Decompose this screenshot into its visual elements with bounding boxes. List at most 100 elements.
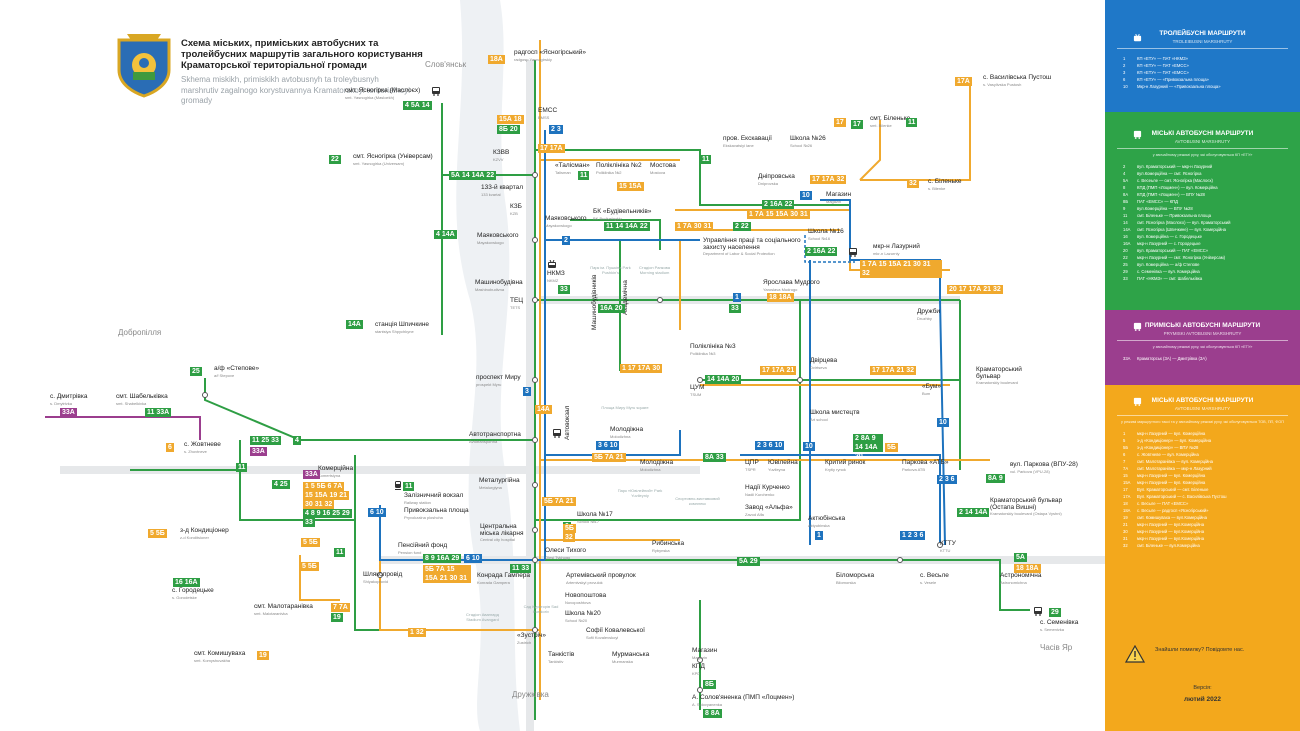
route-badge[interactable]: 5Б: [885, 443, 898, 452]
route-badge[interactable]: 17 17А 32: [810, 175, 847, 184]
route-badge[interactable]: 18 18А: [767, 293, 794, 302]
route-badge[interactable]: 2 16А 22: [805, 247, 838, 256]
route-badge[interactable]: 1 2 3 6: [900, 531, 926, 540]
route-badge[interactable]: 11: [334, 548, 346, 557]
route-badge[interactable]: 4 14А: [434, 230, 457, 239]
route-badge[interactable]: 11: [236, 463, 248, 472]
route-badge[interactable]: 1: [733, 293, 741, 302]
route-badge[interactable]: 32: [563, 533, 575, 542]
route-badge[interactable]: 18 18А: [1014, 564, 1041, 573]
route-badge[interactable]: 19: [257, 651, 269, 660]
route-badge[interactable]: 17 17А 21 32: [870, 366, 917, 375]
route-badge[interactable]: 1 5 5Б 6 7А: [303, 482, 345, 491]
route-badge[interactable]: 1 32: [408, 628, 426, 637]
route-badge[interactable]: 5Б 7А 21: [542, 497, 576, 506]
route-badge[interactable]: 33: [729, 304, 741, 313]
route-badge[interactable]: 11: [578, 171, 590, 180]
route-badge[interactable]: 8Б: [703, 680, 716, 689]
route-badge[interactable]: 2: [562, 236, 570, 245]
route-badge[interactable]: 14А: [535, 405, 552, 414]
route-badge[interactable]: 17 17А: [538, 144, 565, 153]
route-badge[interactable]: 11 25 33: [250, 436, 281, 445]
route-badge[interactable]: 10: [800, 191, 812, 200]
route-badge[interactable]: 2 3: [549, 125, 563, 134]
route-badge[interactable]: 3: [523, 387, 531, 396]
route-badge[interactable]: 6 10: [368, 508, 386, 517]
route-badge[interactable]: 5Б: [563, 524, 576, 533]
route-badge[interactable]: 15 15А: [617, 182, 644, 191]
route-badge[interactable]: 15 15А 19 21: [303, 491, 350, 500]
route-badge[interactable]: 2 16А 22: [762, 200, 795, 209]
route-badge[interactable]: 8А 9: [986, 474, 1005, 483]
route-badge[interactable]: 4 8 9 16 25 29: [303, 509, 352, 518]
route-badge[interactable]: 1: [815, 531, 823, 540]
route-badge[interactable]: 16А 20: [598, 304, 625, 313]
route-badge[interactable]: 8 8А: [703, 709, 722, 718]
route-badge[interactable]: 14А: [346, 320, 363, 329]
route-badge[interactable]: 2 3 6 10: [755, 441, 785, 450]
route-badge[interactable]: 33: [558, 285, 570, 294]
route-badge[interactable]: 16 16А: [173, 578, 200, 587]
route-badge[interactable]: 11: [700, 155, 712, 164]
route-badge[interactable]: 2 3 6: [937, 475, 957, 484]
route-badge[interactable]: 6 10: [464, 554, 482, 563]
route-badge[interactable]: 8Б 20: [497, 125, 520, 134]
route-badge[interactable]: 6: [166, 443, 174, 452]
route-badge[interactable]: 17: [851, 120, 863, 129]
route-badge[interactable]: 5Б 7А 15 15А 21 30 31: [423, 565, 471, 583]
route-badge[interactable]: 5 5Б: [300, 562, 319, 571]
route-badge[interactable]: 11: [403, 482, 415, 491]
route-badge[interactable]: 4: [293, 436, 301, 445]
route-badge[interactable]: 1 7А 15 15А 21 30 31 32: [860, 260, 942, 278]
route-badge[interactable]: 15А 18: [497, 115, 524, 124]
route-badge[interactable]: 17 17А 21: [760, 366, 797, 375]
route-badge[interactable]: 8А 33: [703, 453, 726, 462]
route-badge[interactable]: 2 8А 9 14 14А 20: [853, 434, 883, 460]
route-badge[interactable]: 11 14 14А 22: [604, 222, 650, 231]
route-badge[interactable]: 25: [190, 367, 202, 376]
legend-panel: ТРОЛЕЙБУСНІ МАРШРУТИ TROLEIBUSNI MARSHRU…: [1105, 0, 1300, 731]
route-badge[interactable]: 2 14 14А: [957, 508, 990, 517]
route-badge[interactable]: 5Б 7А 21: [592, 453, 626, 462]
route-badge[interactable]: 17А: [955, 77, 972, 86]
route-badge[interactable]: 1 7А 15 15А 30 31: [747, 210, 810, 219]
route-badge[interactable]: 33А: [303, 470, 320, 479]
route-badge[interactable]: 1 7А 30 31: [675, 222, 714, 231]
route-badge[interactable]: 29: [1049, 608, 1061, 617]
route-badge[interactable]: 33А: [250, 447, 267, 456]
route-badge[interactable]: 22: [329, 155, 341, 164]
feedback-notice[interactable]: Знайшли помилку? Повідомте нас.: [1124, 644, 1285, 668]
route-badge[interactable]: 18А: [488, 55, 505, 64]
route-badge[interactable]: 11 33: [510, 564, 532, 573]
route-badge[interactable]: 11: [906, 118, 918, 127]
route-badge[interactable]: 1 17 17А 30: [620, 364, 663, 373]
route-badge[interactable]: 33А: [60, 408, 77, 417]
route-badge[interactable]: 11 33А: [145, 408, 172, 417]
route-badge[interactable]: 8 9 16А 29: [423, 554, 462, 563]
route-badge[interactable]: 4 5А 14: [403, 101, 432, 110]
route-badge[interactable]: 2 22: [733, 222, 751, 231]
route-badge[interactable]: 19: [331, 613, 343, 622]
route-badge[interactable]: 10: [937, 418, 949, 427]
route-badge[interactable]: 10: [803, 442, 815, 451]
route-badge[interactable]: 14 14А 20: [705, 375, 742, 384]
route-badge[interactable]: 30 31 32: [303, 500, 335, 509]
route-badge[interactable]: 5А 14 14А 22: [449, 171, 497, 180]
route-badge[interactable]: 4 25: [272, 480, 290, 489]
route-badge[interactable]: 7 7А: [331, 603, 350, 612]
route-badge[interactable]: 20 17 17А 21 32: [947, 285, 1003, 294]
route-badge[interactable]: 5А 29: [737, 557, 760, 566]
route-badge[interactable]: 5 5Б: [148, 529, 167, 538]
route-badge[interactable]: 3 6 10: [596, 441, 620, 450]
route-badge[interactable]: 5А: [1014, 553, 1027, 562]
route-badge[interactable]: 17: [834, 118, 846, 127]
route-badge[interactable]: 33: [303, 518, 315, 527]
route-badge[interactable]: 5 5Б: [301, 538, 320, 547]
route-badge[interactable]: 32: [907, 179, 919, 188]
